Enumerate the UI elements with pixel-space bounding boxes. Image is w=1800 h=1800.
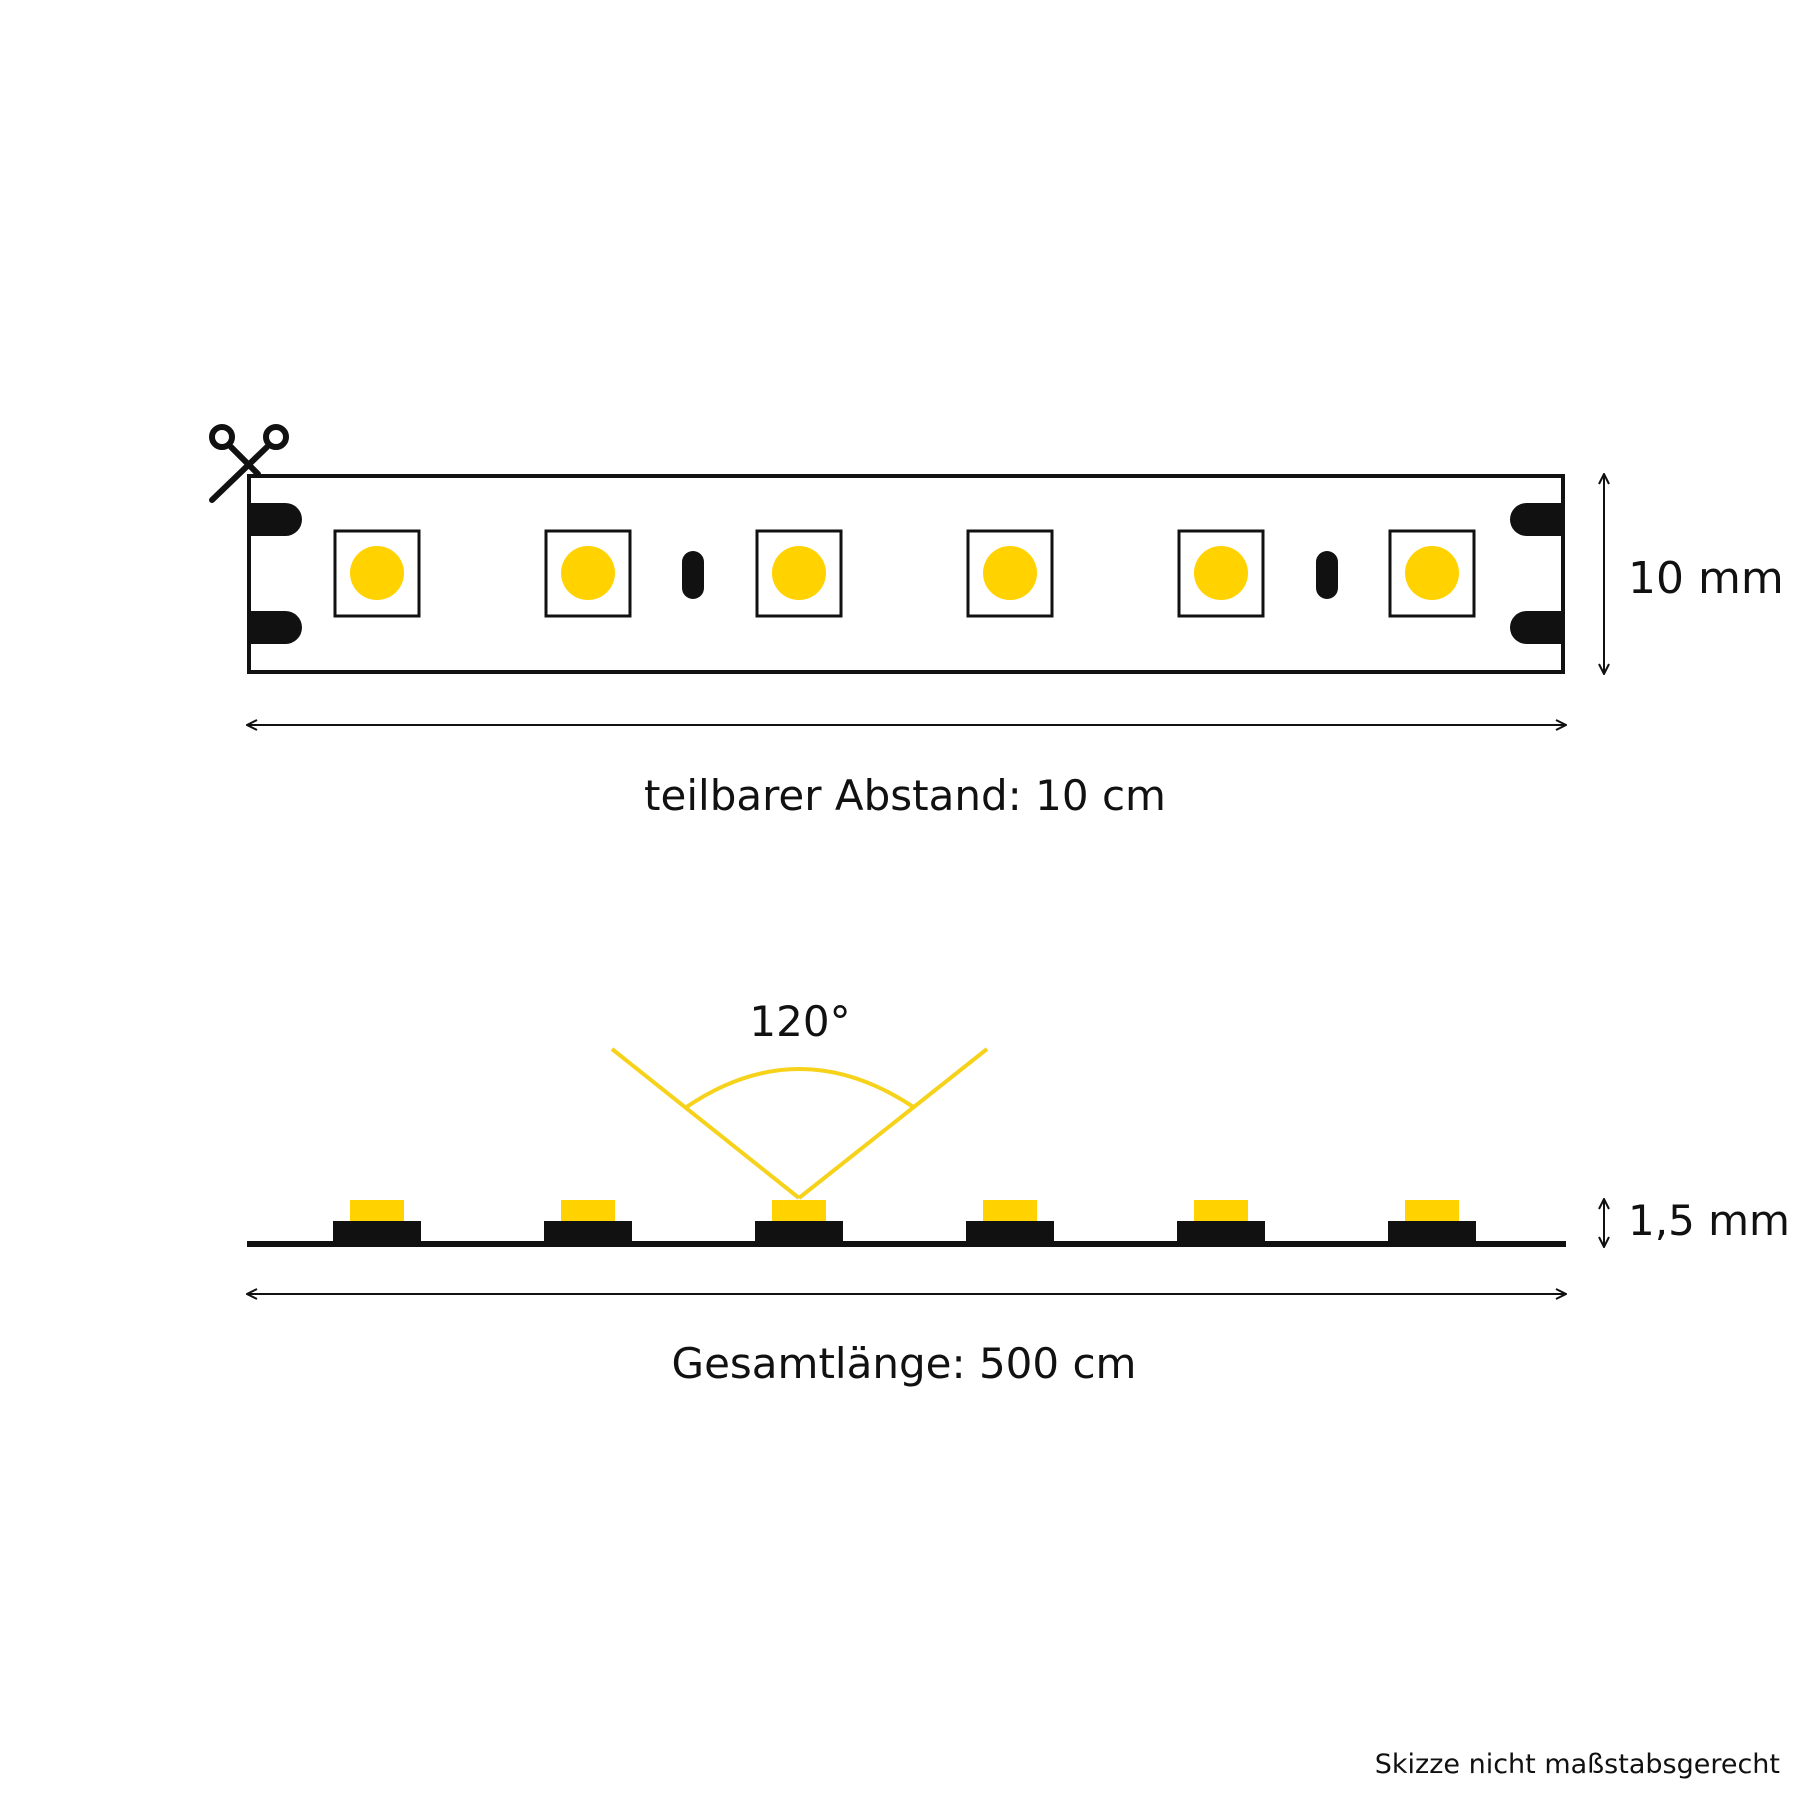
beam-angle (610, 1047, 989, 1200)
top-led-group (333, 529, 1476, 618)
led-side-profile (755, 1200, 843, 1243)
led-side-profile (1177, 1200, 1265, 1243)
led-side-profile (333, 1200, 421, 1243)
total-length-label: Gesamtlänge: 500 cm (671, 1339, 1137, 1388)
led-chip (966, 529, 1054, 618)
led-side-profile (544, 1200, 632, 1243)
cut-distance-label: teilbarer Abstand: 10 cm (644, 771, 1166, 820)
led-side-profile (1388, 1200, 1476, 1243)
beam-angle-label: 120° (749, 997, 851, 1046)
resistor (682, 551, 704, 599)
side-led-group (333, 1200, 1476, 1243)
strip-baseline (247, 1241, 1566, 1247)
height-label: 10 mm (1628, 553, 1784, 604)
scissors-icon (209, 424, 289, 503)
led-chip (755, 529, 843, 618)
strip-outline (247, 474, 1565, 674)
scale-note: Skizze nicht maßstabsgerecht (1374, 1749, 1780, 1780)
led-chip (333, 529, 421, 618)
led-chip (1388, 529, 1476, 618)
resistor (1316, 551, 1338, 599)
thickness-label: 1,5 mm (1628, 1196, 1790, 1245)
led-chip (1177, 529, 1265, 618)
led-side-profile (966, 1200, 1054, 1243)
led-chip (544, 529, 632, 618)
side-view (247, 1047, 1604, 1294)
top-view (209, 424, 1604, 725)
